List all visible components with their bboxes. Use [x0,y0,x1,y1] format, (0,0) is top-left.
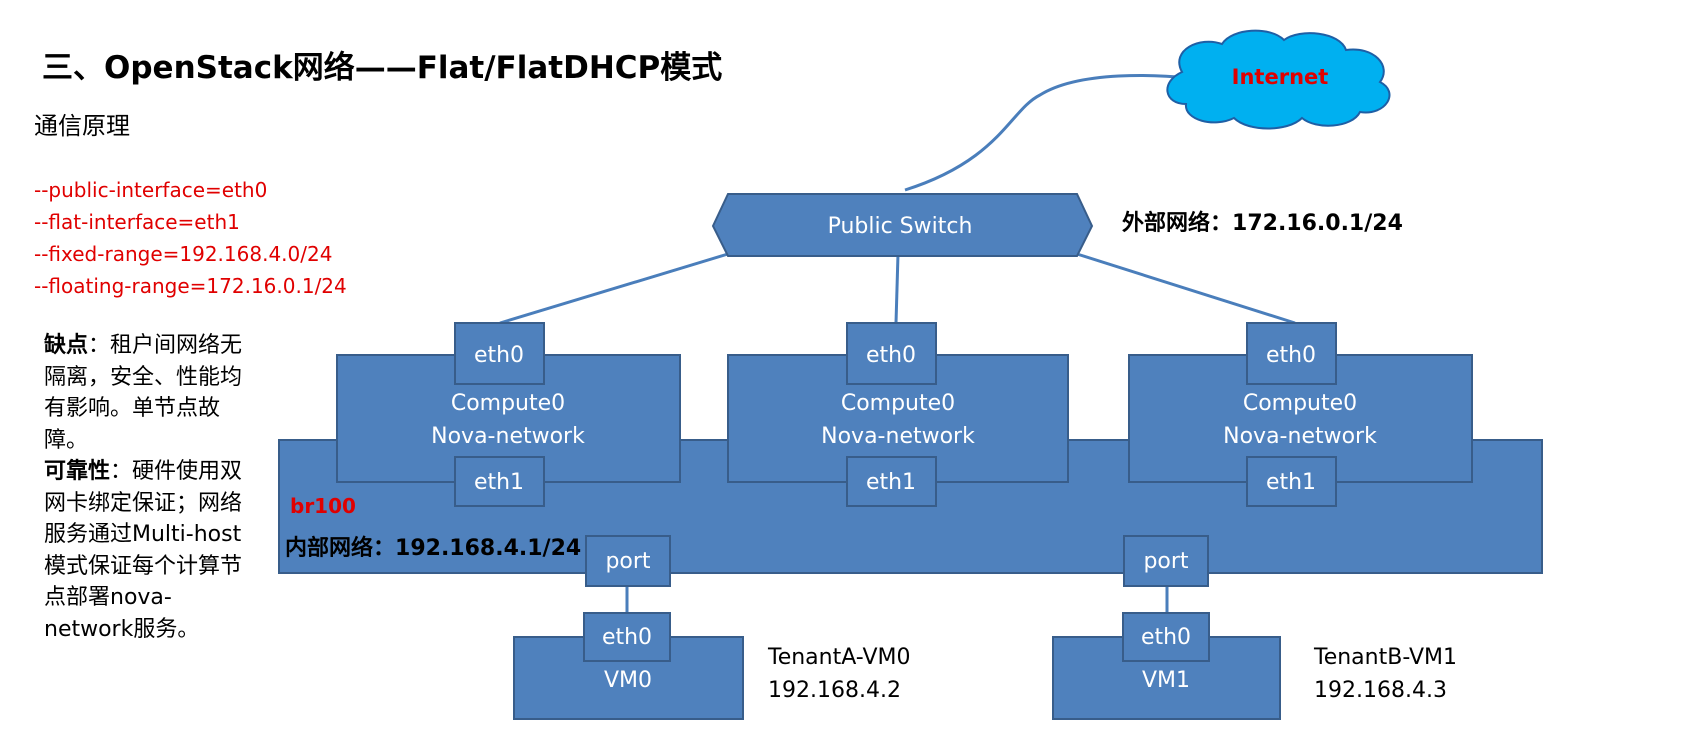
links [499,73,1296,613]
eth0-box [846,322,937,385]
internet-cloud: Internet [1166,29,1391,130]
internal-network-value: 192.168.4.1/24 [395,536,581,561]
eth1-box [454,456,545,507]
config-options: --public-interface=eth0 --flat-interface… [34,174,347,302]
vm-ip: 192.168.4.2 [768,678,901,703]
vm-eth0-box [1122,612,1210,662]
vm-tenant: TenantA-VM0 [767,645,910,670]
reliability-label: 可靠性 [44,459,111,484]
compute-service: Nova-network [821,424,975,449]
eth1-label: eth1 [474,470,524,495]
eth1-label: eth1 [866,470,916,495]
port-label: port [605,549,650,574]
link-switch-internet [904,73,1191,192]
vm-tenant: TenantB-VM1 [1313,645,1457,670]
reliability-text: ：硬件使用双网卡绑定保证；网络服务通过Multi-host模式保证每个计算节点部… [44,459,243,642]
eth0-label: eth0 [866,343,916,368]
eth1-box [1246,456,1337,507]
switch-shape [711,193,1094,257]
bridge-label: br100 [290,494,356,518]
eth0-box [454,322,545,385]
option-fixed-range: --fixed-range=192.168.4.0/24 [34,242,333,266]
external-network-label: 外部网络：172.16.0.1/24 [1122,210,1403,236]
internal-network-label: 内部网络：192.168.4.1/24 [285,535,581,561]
cloud-icon [1166,29,1391,130]
eth1-box [846,456,937,507]
drawback-text: ：租户间网络无隔离，安全、性能均有影响。单节点故障。 [44,333,243,453]
external-network-value: 172.16.0.1/24 [1232,211,1403,236]
compute-service: Nova-network [431,424,585,449]
public-switch: Public Switch [711,193,1094,257]
public-switch-label: Public Switch [828,214,973,239]
eth0-label: eth0 [1266,343,1316,368]
eth1-label: eth1 [1266,470,1316,495]
eth0-box [1246,322,1337,385]
eth0-label: eth0 [474,343,524,368]
option-floating-range: --floating-range=172.16.0.1/24 [34,274,347,298]
vm-name: VM0 [604,668,652,693]
vm-name: VM1 [1142,668,1190,693]
vm-ip: 192.168.4.3 [1314,678,1447,703]
compute-node: Compute0 Nova-network eth0 eth1 [336,322,681,507]
compute-name: Compute0 [451,391,565,416]
vm-eth0-label: eth0 [602,625,652,650]
compute-service: Nova-network [1223,424,1377,449]
compute-name: Compute0 [1243,391,1357,416]
port-box [1123,535,1209,587]
port-label: port [1143,549,1188,574]
link-switch-compute-1 [499,252,729,325]
notes: 缺点：租户间网络无隔离，安全、性能均有影响。单节点故障。 可靠性：硬件使用双网卡… [44,330,249,645]
external-network-caption: 外部网络： [1122,210,1232,236]
page-title: 三、OpenStack网络——Flat/FlatDHCP模式 [42,50,723,86]
link-switch-compute-3 [1076,252,1296,325]
compute-node: Compute0 Nova-network eth0 eth1 [1128,322,1473,507]
section-subtitle: 通信原理 [34,112,130,140]
internal-network-caption: 内部网络： [285,535,395,561]
link-switch-compute-2 [894,253,900,324]
compute-name: Compute0 [841,391,955,416]
vm-eth0-label: eth0 [1141,625,1191,650]
port-box [585,535,671,587]
drawback-label: 缺点 [44,333,89,358]
internet-label: Internet [1232,65,1329,89]
compute-node: Compute0 Nova-network eth0 eth1 [727,322,1069,507]
vm-node: VM1 eth0 TenantB-VM1 192.168.4.3 [1052,612,1457,720]
option-public-interface: --public-interface=eth0 [34,178,268,202]
vm-node: VM0 eth0 TenantA-VM0 192.168.4.2 [513,612,910,720]
option-flat-interface: --flat-interface=eth1 [34,210,240,234]
vm-eth0-box [583,612,671,662]
